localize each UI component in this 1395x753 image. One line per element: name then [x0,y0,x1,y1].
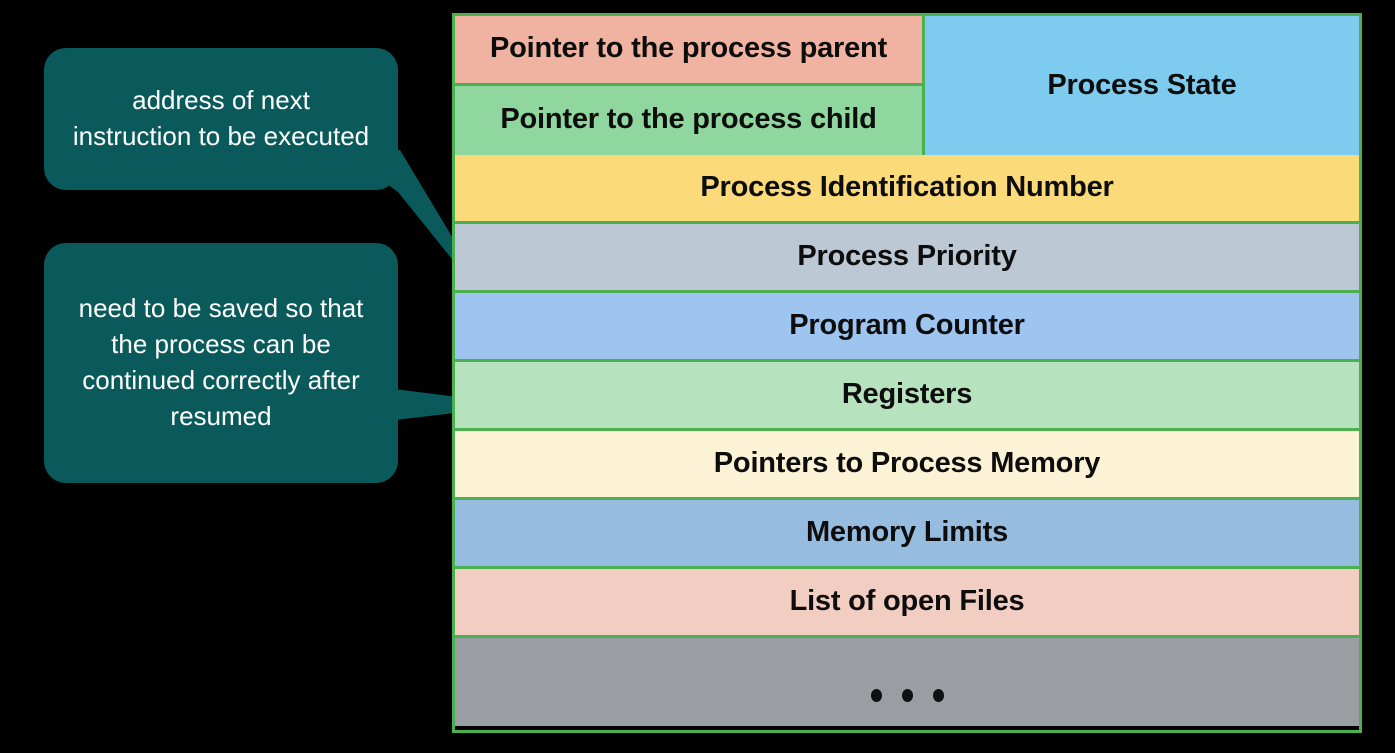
pcb-row-ellipsis [455,638,1359,726]
pcb-row-list-of-open-files[interactable]: List of open Files [455,569,1359,638]
pcb-row-process-priority[interactable]: Process Priority [455,224,1359,293]
pcb-cell-process-state-label: Process State [1047,68,1237,101]
callout-program-counter: address of next instruction to be execut… [44,48,398,190]
pcb-table: Pointer to the process parent Pointer to… [452,13,1362,733]
pcb-row-memory-limits-label: Memory Limits [805,516,1009,549]
pcb-row-registers[interactable]: Registers [455,362,1359,431]
callout-registers: need to be saved so that the process can… [44,243,398,483]
pcb-row-list-of-open-files-label: List of open Files [789,585,1025,618]
pcb-row-registers-label: Registers [841,378,973,411]
pcb-row-process-identification-number-label: Process Identification Number [700,171,1114,204]
pcb-row-memory-limits[interactable]: Memory Limits [455,500,1359,569]
pcb-row-program-counter[interactable]: Program Counter [455,293,1359,362]
pcb-row-pointer-parent-label: Pointer to the process parent [489,32,888,65]
ellipsis-dot [932,688,944,702]
pcb-top-block: Pointer to the process parent Pointer to… [455,16,1359,155]
pcb-top-left-column: Pointer to the process parent Pointer to… [455,16,925,155]
pcb-row-process-identification-number[interactable]: Process Identification Number [455,155,1359,224]
ellipsis-dots [870,688,944,702]
callout-program-counter-text: address of next instruction to be execut… [72,85,370,151]
pcb-row-pointer-parent[interactable]: Pointer to the process parent [455,16,922,86]
ellipsis-dot [870,688,882,702]
pcb-row-pointer-child-label: Pointer to the process child [500,103,877,136]
pcb-row-pointer-child[interactable]: Pointer to the process child [455,85,922,155]
ellipsis-dot [901,688,913,702]
pcb-row-pointers-to-process-memory[interactable]: Pointers to Process Memory [455,431,1359,500]
pcb-row-process-priority-label: Process Priority [797,240,1017,273]
pcb-row-pointers-to-process-memory-label: Pointers to Process Memory [713,447,1101,480]
callout-registers-text: need to be saved so that the process can… [78,293,364,431]
pcb-cell-process-state[interactable]: Process State [925,16,1359,155]
pcb-row-program-counter-label: Program Counter [789,309,1025,342]
